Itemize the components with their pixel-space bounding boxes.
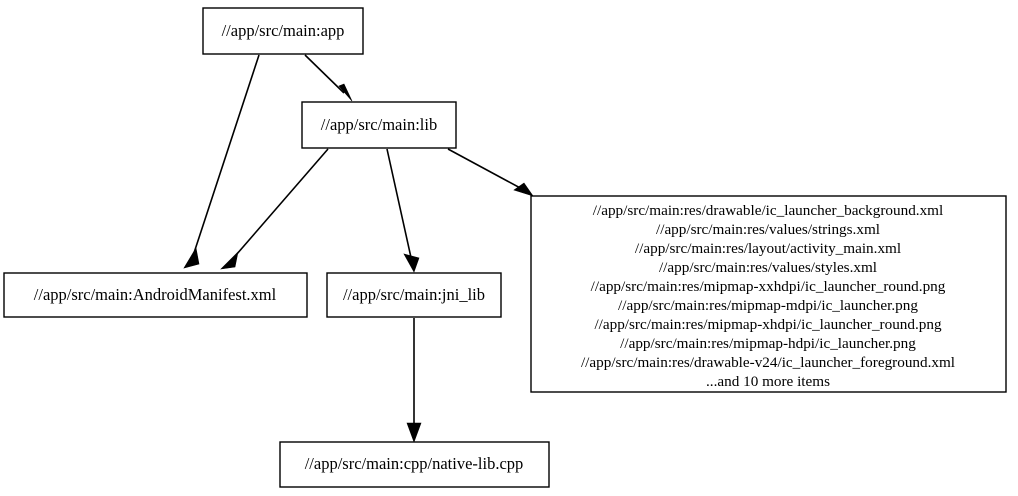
resources-line-10: ...and 10 more items [706,373,830,390]
edge-app-to-manifest [183,54,260,269]
node-lib[interactable]: //app/src/main:lib [301,101,457,149]
resources-line-5: //app/src/main:res/mipmap-xxhdpi/ic_laun… [591,278,946,295]
resources-line-8: //app/src/main:res/mipmap-hdpi/ic_launch… [620,335,916,352]
resources-line-7: //app/src/main:res/mipmap-xhdpi/ic_launc… [594,316,942,333]
node-jni-lib-label: //app/src/main:jni_lib [343,285,485,304]
node-jni-lib[interactable]: //app/src/main:jni_lib [326,272,502,318]
node-android-manifest[interactable]: //app/src/main:AndroidManifest.xml [3,272,308,318]
node-android-manifest-label: //app/src/main:AndroidManifest.xml [34,285,277,304]
edge-lib-to-resources [447,148,534,197]
node-lib-label: //app/src/main:lib [321,115,437,134]
node-app[interactable]: //app/src/main:app [202,7,364,55]
node-native-lib-cpp[interactable]: //app/src/main:cpp/native-lib.cpp [279,441,550,488]
resources-line-9: //app/src/main:res/drawable-v24/ic_launc… [581,354,955,371]
resources-line-2: //app/src/main:res/values/strings.xml [656,221,880,238]
resources-line-1: //app/src/main:res/drawable/ic_launcher_… [593,202,943,219]
node-app-label: //app/src/main:app [222,21,345,40]
edge-lib-to-manifest [220,148,329,270]
node-native-lib-cpp-label: //app/src/main:cpp/native-lib.cpp [305,454,524,473]
edge-jni-lib-to-native-lib [406,318,422,443]
edge-lib-to-jni-lib [386,148,420,273]
resources-line-6: //app/src/main:res/mipmap-mdpi/ic_launch… [618,297,918,314]
resources-line-3: //app/src/main:res/layout/activity_main.… [635,240,901,257]
node-resources[interactable]: //app/src/main:res/drawable/ic_launcher_… [530,195,1007,393]
edge-app-to-lib [304,54,353,102]
resources-line-4: //app/src/main:res/values/styles.xml [659,259,877,276]
